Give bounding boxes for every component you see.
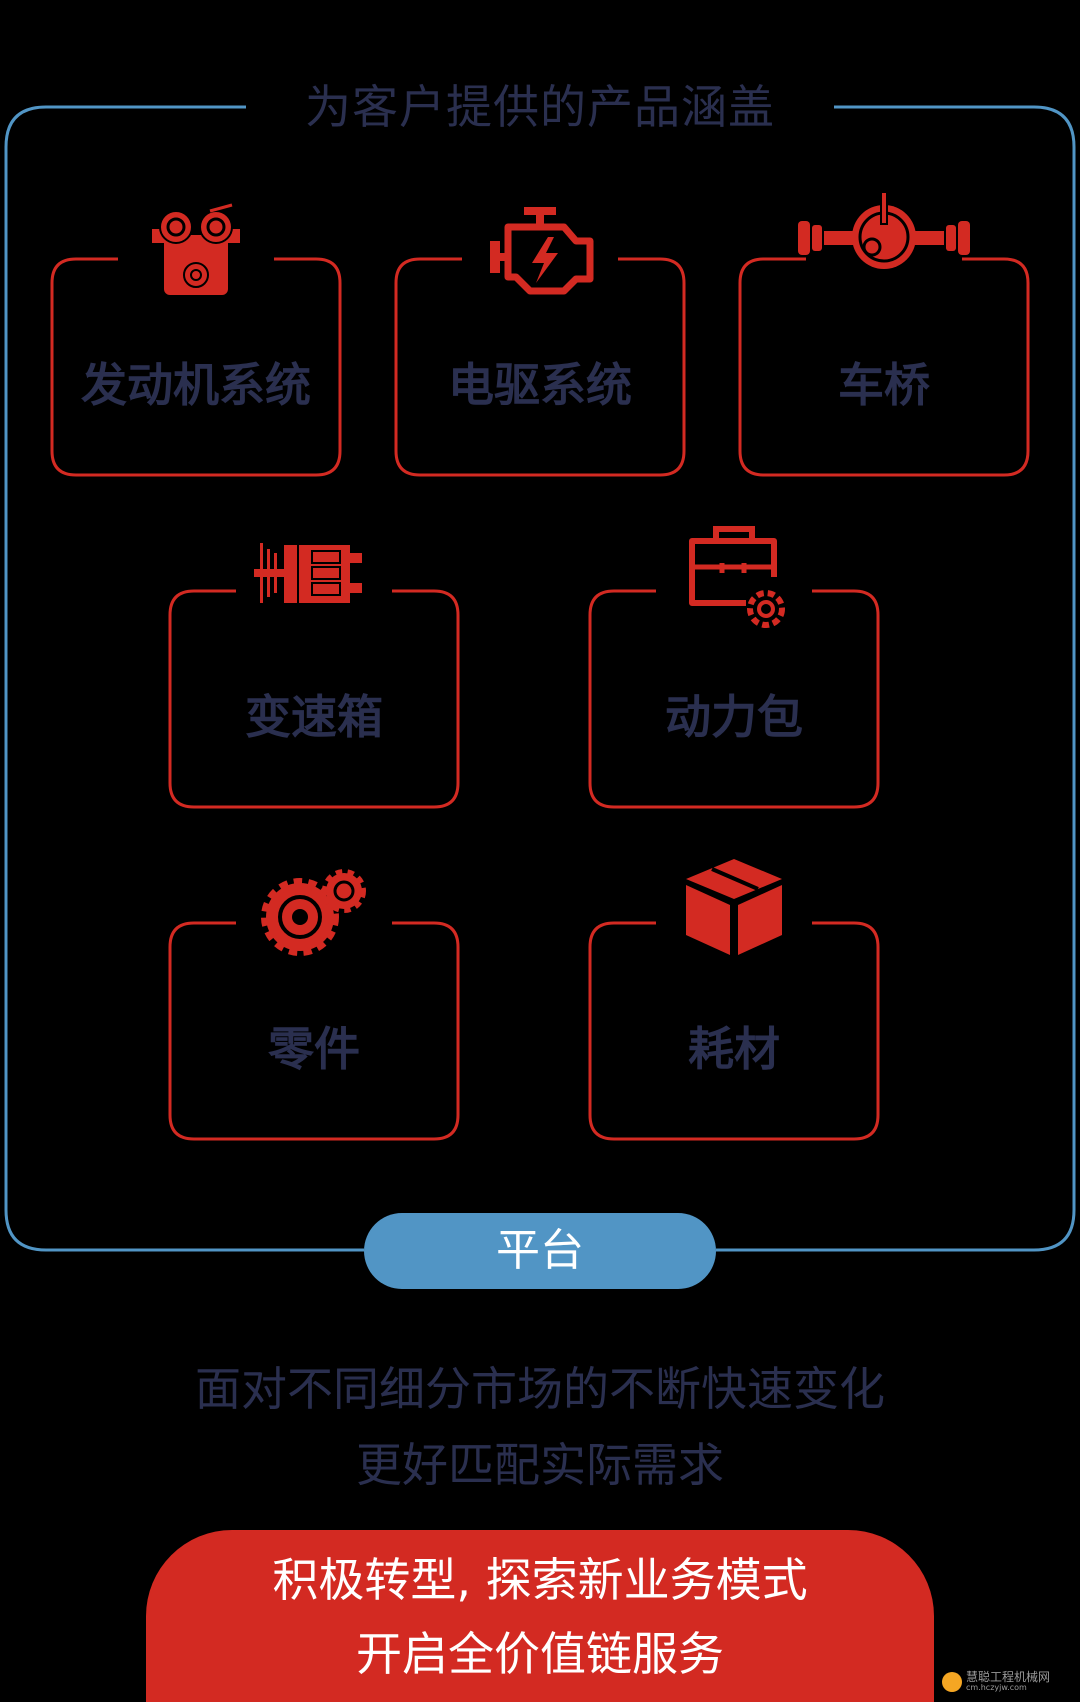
watermark-url: cm.hczyjw.com bbox=[966, 1683, 1027, 1692]
product-card-electric-drive[interactable]: 电驱系统 bbox=[394, 207, 686, 477]
product-card-consumables[interactable]: 耗材 bbox=[588, 859, 880, 1141]
product-label: 电驱系统 bbox=[448, 358, 632, 412]
watermark-text: 慧聪工程机械网 bbox=[966, 1670, 1051, 1684]
cta-banner[interactable] bbox=[146, 1530, 934, 1702]
axle-icon bbox=[794, 191, 974, 311]
cta-line-1: 积极转型, 探索新业务模式 bbox=[272, 1553, 808, 1607]
section-title: 为客户提供的产品涵盖 bbox=[305, 80, 775, 134]
product-label: 发动机系统 bbox=[81, 358, 311, 412]
product-card-powerpack[interactable]: 动力包 bbox=[588, 526, 880, 809]
product-card-parts[interactable]: 零件 bbox=[168, 869, 460, 1141]
transmission-icon bbox=[254, 523, 374, 643]
cta-line-2: 开启全价值链服务 bbox=[356, 1627, 724, 1681]
powerpack-icon bbox=[674, 523, 794, 643]
check-engine-icon bbox=[480, 191, 600, 311]
engine-icon bbox=[136, 191, 256, 311]
tagline-line-2: 更好匹配实际需求 bbox=[356, 1438, 724, 1492]
product-label: 变速箱 bbox=[245, 690, 383, 744]
gears-icon bbox=[254, 855, 374, 975]
watermark: 慧聪工程机械网 cm.hczyjw.com bbox=[942, 1670, 1072, 1696]
product-label: 耗材 bbox=[688, 1022, 780, 1076]
product-label: 零件 bbox=[268, 1022, 360, 1076]
product-label: 车桥 bbox=[838, 358, 930, 412]
product-card-transmission[interactable]: 变速箱 bbox=[168, 543, 460, 809]
watermark-logo-icon bbox=[942, 1672, 962, 1692]
tagline-line-1: 面对不同细分市场的不断快速变化 bbox=[195, 1362, 885, 1416]
box-icon bbox=[674, 855, 794, 975]
product-card-engine[interactable]: 发动机系统 bbox=[50, 203, 342, 477]
platform-badge[interactable]: 平台 bbox=[364, 1213, 716, 1289]
product-label: 动力包 bbox=[665, 690, 803, 744]
product-card-axle[interactable]: 车桥 bbox=[738, 193, 1030, 477]
